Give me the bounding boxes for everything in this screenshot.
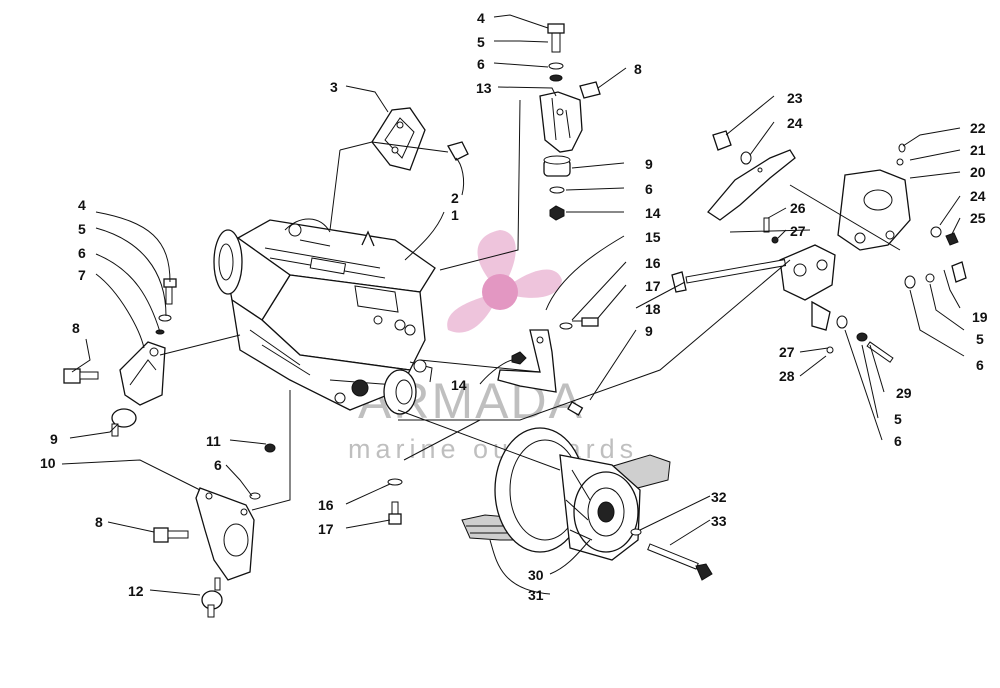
callout-21: 21 — [970, 142, 986, 158]
callout-6-left: 6 — [78, 245, 86, 261]
callout-24-top: 24 — [787, 115, 803, 131]
propeller-logo-icon — [447, 230, 562, 333]
callout-15: 15 — [645, 229, 661, 245]
callout-27-top: 27 — [790, 223, 806, 239]
callout-30: 30 — [528, 567, 544, 583]
callout-14-center: 14 — [645, 205, 661, 221]
callout-4-top: 4 — [477, 10, 485, 26]
callout-labels: 4 5 6 13 8 3 2 1 9 6 14 15 16 17 18 9 14… — [40, 10, 988, 603]
callout-5-top: 5 — [477, 34, 485, 50]
callout-20: 20 — [970, 164, 986, 180]
callout-29: 29 — [896, 385, 912, 401]
leader-lines — [61, 14, 965, 596]
callout-5-right: 5 — [976, 331, 984, 347]
callout-12: 12 — [128, 583, 144, 599]
callout-17-low: 17 — [318, 521, 334, 537]
callout-10: 10 — [40, 455, 56, 471]
top-bracket-3 — [371, 107, 469, 171]
callout-4-left: 4 — [78, 197, 86, 213]
callout-32: 32 — [711, 489, 727, 505]
callout-25: 25 — [970, 210, 986, 226]
drive-clutch-assembly — [461, 427, 713, 581]
callout-2: 2 — [451, 190, 459, 206]
callout-16-low: 16 — [318, 497, 334, 513]
callout-11: 11 — [206, 433, 221, 449]
center-mount-stack — [539, 23, 601, 221]
callout-28: 28 — [779, 368, 795, 384]
callout-8-lower: 8 — [95, 514, 103, 530]
right-bracket-assembly — [671, 130, 967, 363]
callout-7: 7 — [78, 267, 86, 283]
callout-19: 19 — [972, 309, 988, 325]
callout-6-right: 6 — [976, 357, 984, 373]
callout-18: 18 — [645, 301, 661, 317]
callout-1: 1 — [451, 207, 459, 223]
callout-13: 13 — [476, 80, 492, 96]
callout-8-left: 8 — [72, 320, 80, 336]
engine-block — [213, 218, 436, 415]
callout-5-low: 5 — [894, 411, 902, 427]
callout-17-mid: 17 — [645, 278, 661, 294]
callout-22: 22 — [970, 120, 986, 136]
callout-23: 23 — [787, 90, 803, 106]
callout-26: 26 — [790, 200, 806, 216]
watermark-subtitle: marine outboards — [348, 434, 638, 464]
callout-9-left: 9 — [50, 431, 58, 447]
callout-9-mid: 9 — [645, 323, 653, 339]
callout-27-low: 27 — [779, 344, 795, 360]
callout-6-top: 6 — [477, 56, 485, 72]
callout-16-mid: 16 — [645, 255, 661, 271]
lower-left-mount — [153, 443, 276, 618]
callout-24-right: 24 — [970, 188, 986, 204]
mid-bracket-15 — [387, 317, 599, 525]
callout-31: 31 — [528, 587, 544, 603]
callout-6-low: 6 — [894, 433, 902, 449]
callout-9-center: 9 — [645, 156, 653, 172]
callout-5-left: 5 — [78, 221, 86, 237]
callout-3: 3 — [330, 79, 338, 95]
callout-14-mid: 14 — [451, 377, 467, 393]
left-mount-bracket — [63, 278, 177, 437]
callout-6-lower: 6 — [214, 457, 222, 473]
callout-8-top: 8 — [634, 61, 642, 77]
callout-6-center: 6 — [645, 181, 653, 197]
callout-33: 33 — [711, 513, 727, 529]
